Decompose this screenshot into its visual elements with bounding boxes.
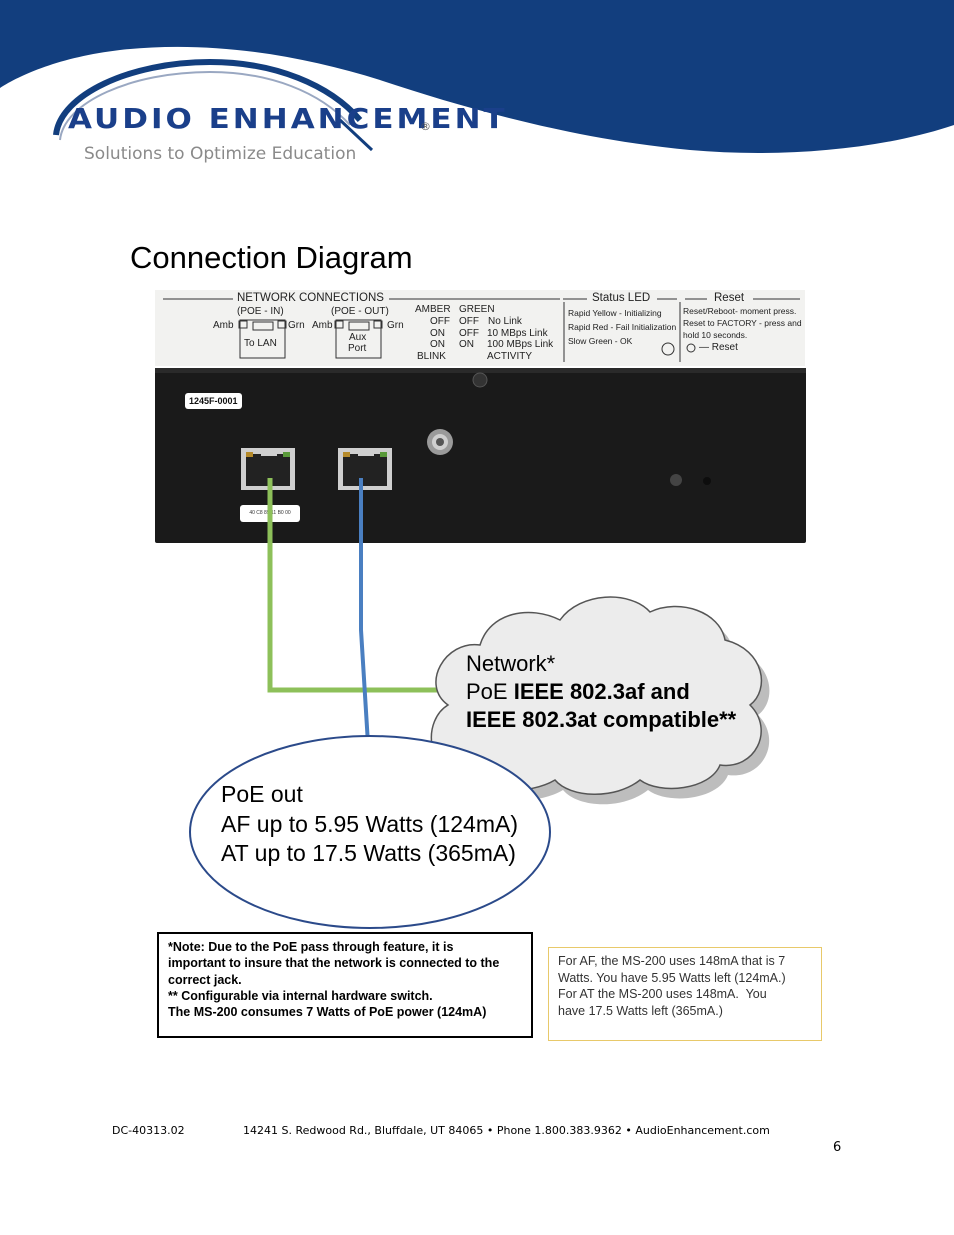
note-box: *Note: Due to the PoE pass through featu… bbox=[157, 932, 533, 1038]
amber-header: AMBER bbox=[415, 304, 451, 315]
note-line: The MS-200 consumes 7 Watts of PoE power… bbox=[168, 1005, 487, 1020]
oval-line-3: AT up to 17.5 Watts (365mA) bbox=[221, 840, 516, 866]
aux-label: Aux bbox=[349, 332, 367, 343]
led-row-state: 100 MBps Link bbox=[487, 339, 554, 350]
reset-line: Reset/Reboot- moment press. bbox=[683, 306, 797, 316]
led-row-state: 10 MBps Link bbox=[487, 328, 548, 339]
note-line: ** Configurable via internal hardware sw… bbox=[168, 988, 433, 1003]
led-row-amber: BLINK bbox=[417, 351, 446, 362]
poe-in-label: (POE - IN) bbox=[237, 306, 284, 317]
note-line: important to insure that the network is … bbox=[168, 956, 500, 971]
to-lan-label: To LAN bbox=[244, 338, 277, 349]
green-header: GREEN bbox=[459, 304, 495, 315]
reset-line: hold 10 seconds. bbox=[683, 330, 748, 340]
led-row-green: OFF bbox=[459, 328, 479, 339]
grn-label-in: Grn bbox=[288, 320, 305, 331]
note-line: correct jack. bbox=[168, 972, 242, 987]
network-cloud bbox=[430, 596, 763, 795]
led-row-amber: OFF bbox=[430, 316, 450, 327]
calc-line: For AF, the MS-200 uses 148mA that is 7 bbox=[558, 954, 786, 968]
footer-doc-id: DC-40313.02 bbox=[112, 1124, 185, 1137]
oval-callout-text: PoE out AF up to 5.95 Watts (124mA) AT u… bbox=[221, 780, 518, 869]
network-cable-green bbox=[267, 478, 440, 693]
reset-title: Reset bbox=[714, 292, 745, 304]
serial-number-label: 1245F-0001 bbox=[185, 393, 242, 409]
header-banner bbox=[0, 0, 954, 153]
calc-line: For AT the MS-200 uses 148mA. You bbox=[558, 987, 767, 1001]
registered-mark: ® bbox=[420, 120, 431, 133]
page-title: Connection Diagram bbox=[130, 240, 413, 275]
port-label: Port bbox=[348, 343, 367, 354]
cloud-callout-text: Network* PoE IEEE 802.3af and IEEE 802.3… bbox=[466, 650, 736, 734]
logo-wordmark: AUDIO ENHANCEMENT bbox=[68, 103, 508, 136]
reset-line: Reset to FACTORY - press and bbox=[683, 318, 802, 328]
logo-tagline: Solutions to Optimize Education bbox=[84, 144, 357, 164]
connection-legend: NETWORK CONNECTIONS (POE - IN) (POE - OU… bbox=[155, 290, 805, 366]
amb-label-out: Amb bbox=[312, 320, 333, 331]
power-calculation-box: For AF, the MS-200 uses 148mA that is 7 … bbox=[548, 947, 822, 1041]
reset-button-label: — Reset bbox=[699, 342, 738, 353]
cloud-line-3: IEEE 802.3at compatible** bbox=[466, 707, 737, 732]
status-line: Rapid Red - Fail Initialization bbox=[568, 322, 677, 332]
led-row-green: ON bbox=[459, 339, 474, 350]
led-row-amber: ON bbox=[430, 328, 445, 339]
amb-label-in: Amb bbox=[213, 320, 234, 331]
calc-line: have 17.5 Watts left (365mA.) bbox=[558, 1003, 723, 1018]
network-connections-title: NETWORK CONNECTIONS bbox=[237, 292, 384, 304]
aux-cable-blue bbox=[359, 478, 371, 761]
page-number: 6 bbox=[833, 1140, 842, 1155]
grn-label-out: Grn bbox=[387, 320, 404, 331]
led-row-amber: ON bbox=[430, 339, 445, 350]
cloud-line-2: PoE IEEE 802.3af and bbox=[466, 679, 690, 704]
led-row-state: No Link bbox=[488, 316, 522, 327]
oval-line-1: PoE out bbox=[221, 781, 303, 807]
status-line: Slow Green - OK bbox=[568, 336, 633, 346]
status-led-title: Status LED bbox=[592, 292, 651, 304]
legend-lines bbox=[163, 298, 800, 362]
led-row-green: OFF bbox=[459, 316, 479, 327]
led-row-state: ACTIVITY bbox=[487, 351, 533, 362]
status-line: Rapid Yellow - Initializing bbox=[568, 308, 662, 318]
note-line: *Note: Due to the PoE pass through featu… bbox=[168, 940, 454, 954]
poe-out-oval bbox=[189, 735, 551, 929]
cloud-line-1: Network* bbox=[466, 651, 556, 676]
oval-line-2: AF up to 5.95 Watts (124mA) bbox=[221, 810, 518, 837]
poe-out-label: (POE - OUT) bbox=[331, 306, 389, 317]
calc-line: Watts. You have 5.95 Watts left (124mA.) bbox=[558, 970, 786, 985]
footer-address: 14241 S. Redwood Rd., Bluffdale, UT 8406… bbox=[243, 1124, 770, 1137]
